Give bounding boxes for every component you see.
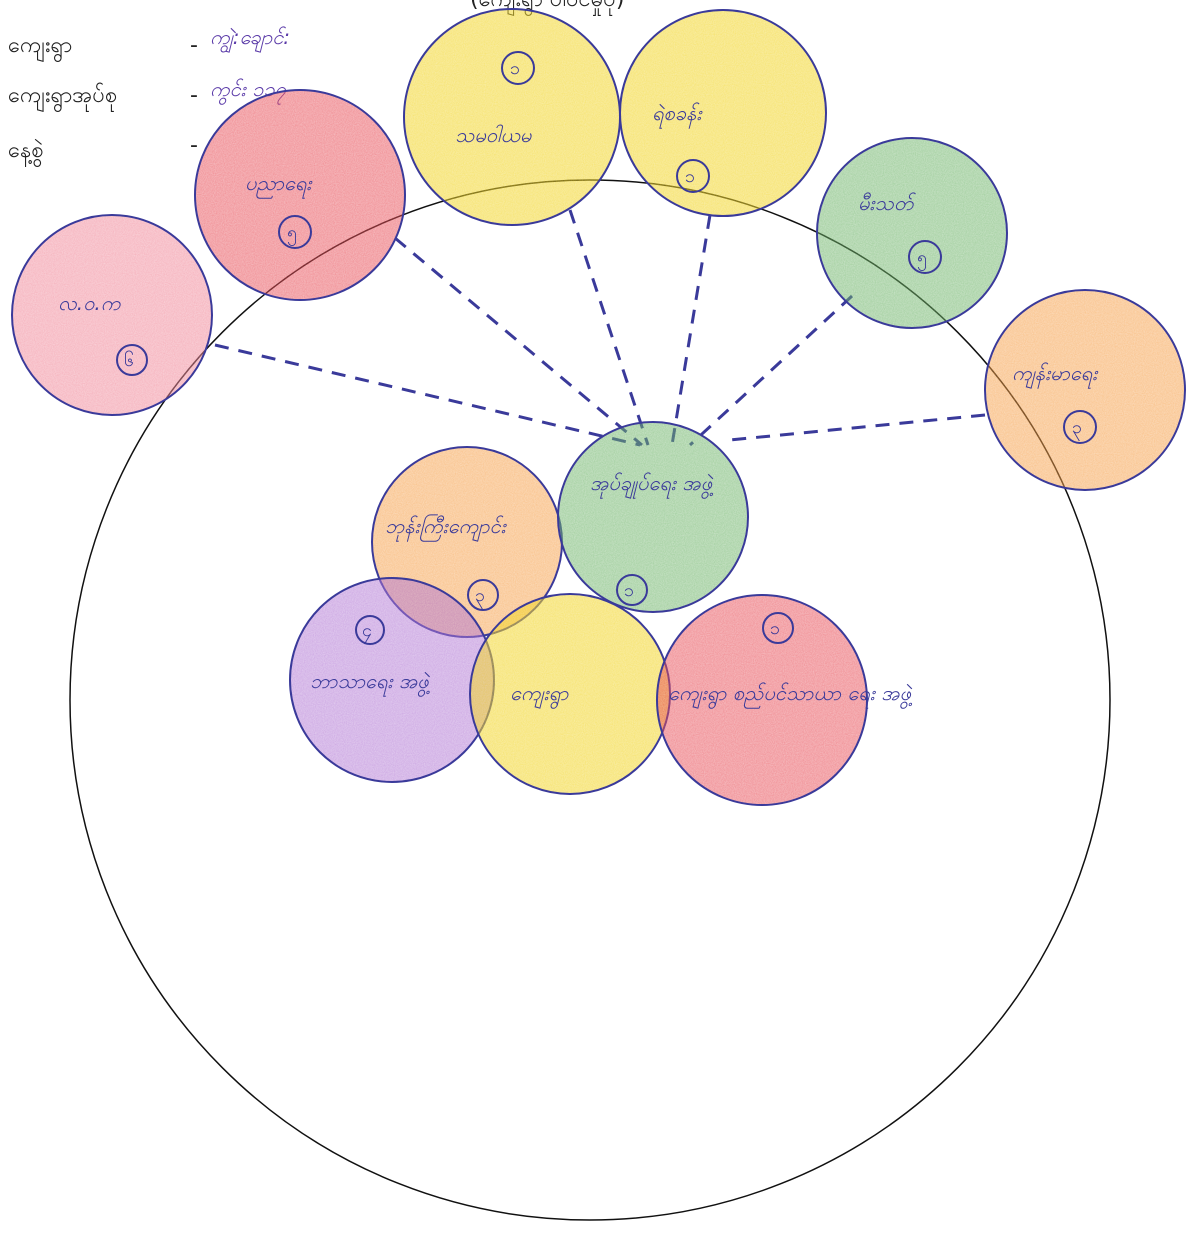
outer-circle-pink: လ.ဝ.က ၆	[11, 214, 213, 416]
inner-circle-red: ၁ ကျေးရွာ စည်ပင်သာယာ ရေး အဖွဲ့	[656, 594, 913, 806]
outer-circle-green: မီးသတ် ၅	[816, 137, 1008, 329]
number: ၄	[362, 620, 372, 644]
header-label-date: နေ့စွဲ	[8, 138, 44, 168]
label: ဘုန်းကြီးကျောင်း	[385, 514, 508, 542]
number: ၆	[124, 350, 134, 371]
inner-circle-green: အုပ်ချုပ်ရေး အဖွဲ့ ၁	[557, 421, 749, 613]
label: ဘာသာရေး အဖွဲ့	[310, 669, 431, 697]
outer-circle-yellow-1: ၁ သမဝါယမ	[403, 8, 621, 226]
number: ၃	[1072, 417, 1082, 441]
label: မီးသတ်	[858, 191, 916, 215]
label: ကျန်းမာရေး	[1012, 361, 1099, 389]
number: ၁	[624, 580, 634, 601]
label: ကျေးရွာ စည်ပင်သာယာ ရေး အဖွဲ့	[668, 681, 913, 709]
label: ရဲစခန်း	[652, 101, 703, 129]
outer-circle-red-upper: ပညာရေး ၅	[194, 89, 406, 301]
header-value-village: ကျွဲ:ချောင်:	[210, 25, 290, 53]
number: ၅	[287, 222, 297, 246]
number: ၁	[770, 618, 780, 639]
number: ၅	[917, 247, 927, 271]
header-label-village: ကျေးရွာ	[8, 33, 72, 63]
label: ကျေးရွာ	[510, 681, 569, 709]
connection-lines	[214, 209, 986, 447]
number: ၃	[475, 585, 485, 609]
connector-pink	[214, 343, 641, 447]
header-dash-3: -	[190, 133, 198, 158]
connector-yellow-1	[568, 209, 650, 446]
label: ပညာရေး	[245, 171, 313, 199]
label: လ.ဝ.က	[58, 291, 122, 315]
header-dash-2: -	[190, 83, 198, 108]
header-block: ကျေးရွာ - ကျွဲ:ချောင်: ကျေးရွာအုပ်စု - က…	[8, 25, 290, 168]
connector-orange-right	[729, 413, 986, 442]
header-dash-1: -	[190, 33, 198, 58]
number: ၁	[510, 58, 520, 79]
label: အုပ်ချုပ်ရေး အဖွဲ့	[590, 471, 714, 499]
outer-circle-yellow-2: ရဲစခန်း ၁	[619, 9, 827, 217]
header-label-tract: ကျေးရွာအုပ်စု	[8, 82, 117, 113]
connector-yellow-2	[670, 214, 712, 446]
number: ၁	[685, 166, 695, 187]
connector-green	[688, 294, 854, 447]
outer-circle-orange-right: ကျန်းမာရေး ၃	[984, 289, 1186, 491]
label: သမဝါယမ	[455, 123, 532, 147]
connector-red-upper	[394, 236, 643, 447]
inner-circle-purple: ၄ ဘာသာရေး အဖွဲ့	[289, 577, 495, 783]
inner-circle-yellow: ကျေးရွာ	[469, 593, 671, 795]
